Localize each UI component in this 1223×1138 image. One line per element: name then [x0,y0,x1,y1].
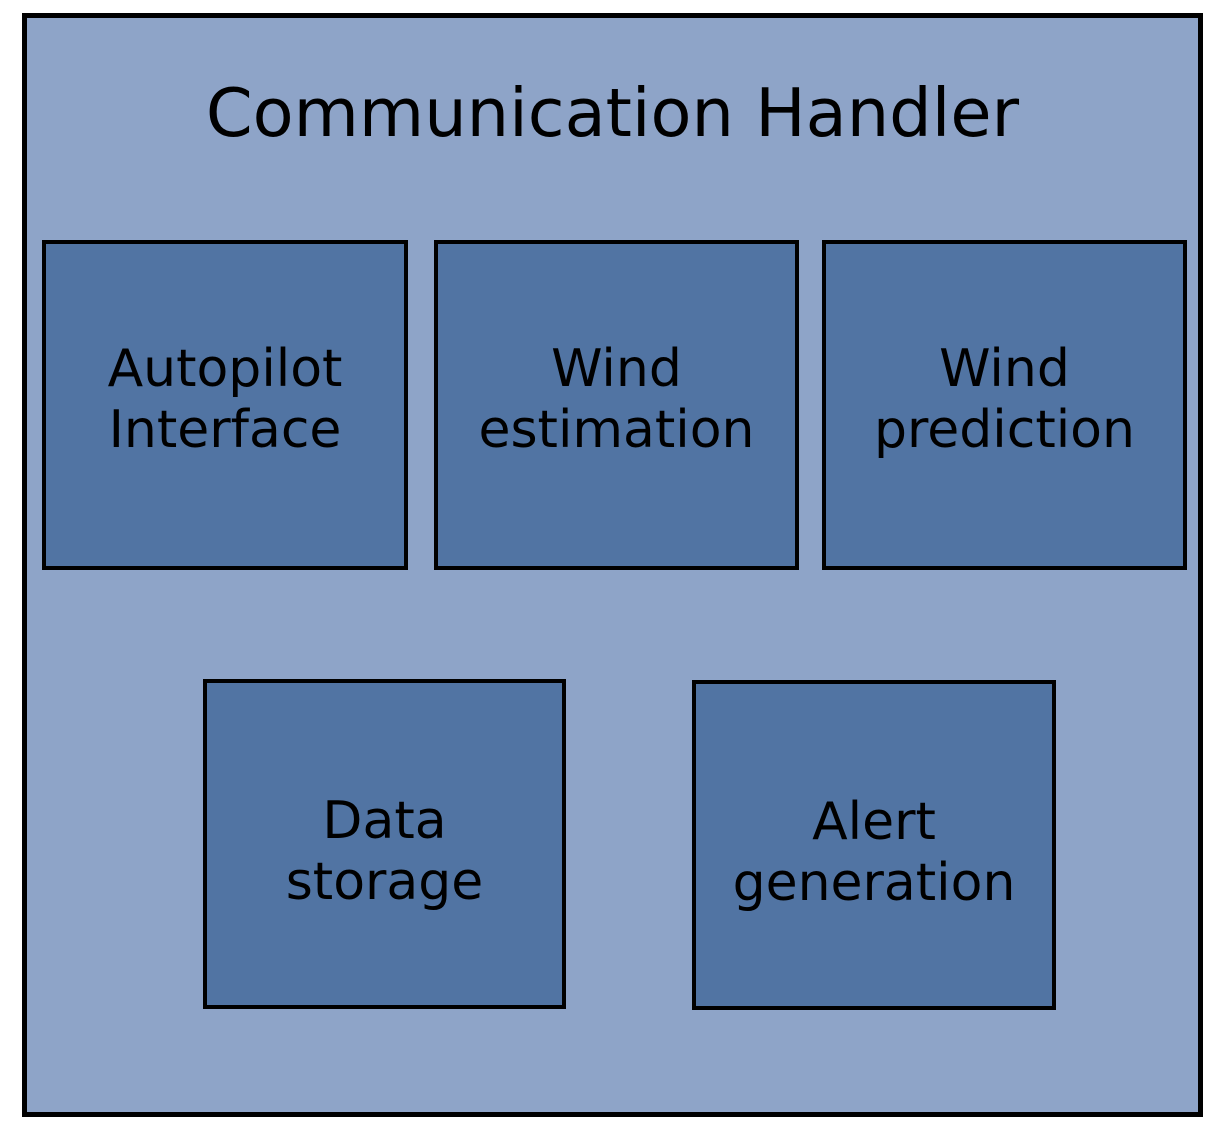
module-data-storage-label: Data storage [285,790,484,912]
communication-handler-container: Communication Handler Autopilot Interfac… [22,13,1203,1117]
container-title: Communication Handler [205,74,1020,152]
module-autopilot-interface[interactable]: Autopilot Interface [42,240,408,570]
module-wind-prediction[interactable]: Wind prediction [822,240,1187,570]
module-wind-estimation-label: Wind estimation [478,338,755,460]
module-autopilot-interface-label: Autopilot Interface [107,338,343,460]
module-data-storage[interactable]: Data storage [203,679,566,1009]
module-alert-generation-label: Alert generation [732,791,1016,913]
module-alert-generation[interactable]: Alert generation [692,680,1056,1010]
module-wind-prediction-label: Wind prediction [874,338,1135,460]
module-wind-estimation[interactable]: Wind estimation [434,240,799,570]
